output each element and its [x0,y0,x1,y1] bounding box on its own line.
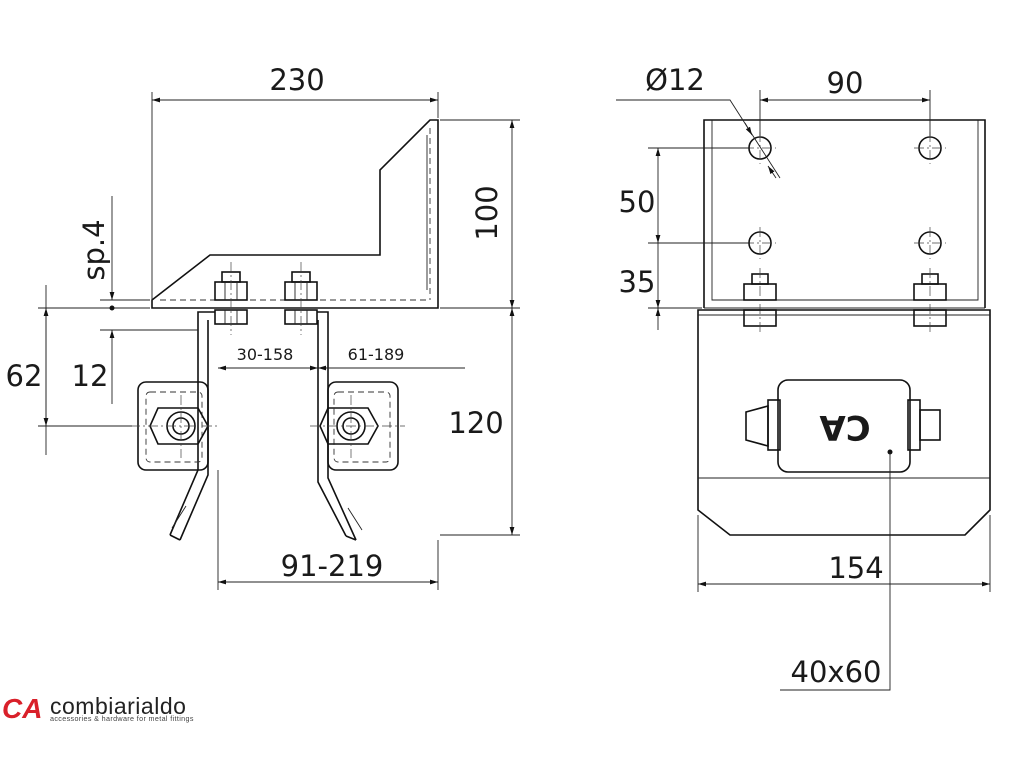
wheel-left [130,381,220,471]
dim-62: 62 [6,359,43,393]
dim-thickness: sp.4 [77,219,111,280]
dim-230: 230 [269,63,324,97]
dim-91-219: 91-219 [281,549,384,583]
dim-100: 100 [470,185,504,240]
upper-plate [703,119,986,308]
wheel-right [310,381,405,471]
dim-90: 90 [827,66,864,100]
dim-120: 120 [448,406,503,440]
plate-marking: CA [819,407,871,447]
bolt-right [284,262,318,335]
dim-50: 50 [619,185,656,219]
dim-12: 12 [72,359,109,393]
brand-name: combiarialdo [50,693,187,719]
left-view: 230 100 120 sp.4 12 62 30-158 61-189 91-… [6,63,520,590]
hanger-left [169,311,215,541]
svg-text:CA: CA [2,693,42,722]
hole-top-right [914,132,946,164]
bolt-front-left [743,268,777,335]
bolt-left [214,262,248,335]
brand-tagline: accessories & hardware for metal fitting… [50,714,194,723]
dim-61-189: 61-189 [348,345,405,364]
right-view: CA Ø12 90 50 35 154 40x60 [616,63,991,691]
hole-bottom-right [914,227,946,259]
wheel-housing: CA [745,379,941,473]
dim-35: 35 [619,265,656,299]
dim-154: 154 [828,551,883,585]
dim-40x60: 40x60 [791,655,882,689]
carriage-plate [697,309,991,536]
brand-logo: CA [2,693,42,722]
dim-hole-diameter: Ø12 [645,63,705,97]
bolt-front-right [913,268,947,335]
dim-30-158: 30-158 [237,345,294,364]
bracket-outline [151,119,439,309]
